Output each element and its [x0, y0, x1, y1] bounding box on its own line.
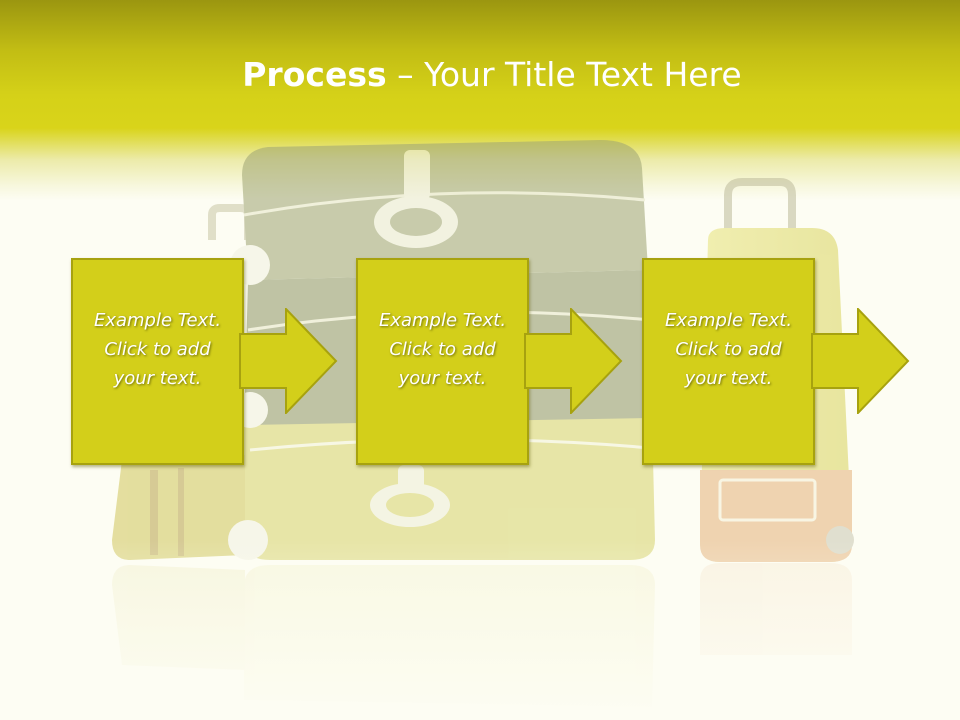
process-step-3-text[interactable]: Example Text. Click to add your text.	[664, 310, 793, 389]
arrow-right-icon	[239, 308, 338, 414]
process-step-3-box[interactable]: Example Text. Click to add your text.	[642, 258, 815, 465]
process-step-1-text[interactable]: Example Text. Click to add your text.	[93, 310, 222, 389]
process-step-2-text[interactable]: Example Text. Click to add your text.	[378, 310, 507, 389]
arrow-right-icon	[524, 308, 623, 414]
process-step-2-box[interactable]: Example Text. Click to add your text.	[356, 258, 529, 465]
title-rest: – Your Title Text Here	[386, 55, 742, 94]
slide-title[interactable]: Process – Your Title Text Here	[0, 54, 960, 96]
title-bold: Process	[242, 55, 387, 94]
arrow-right-icon	[811, 308, 910, 414]
process-step-1-box[interactable]: Example Text. Click to add your text.	[71, 258, 244, 465]
